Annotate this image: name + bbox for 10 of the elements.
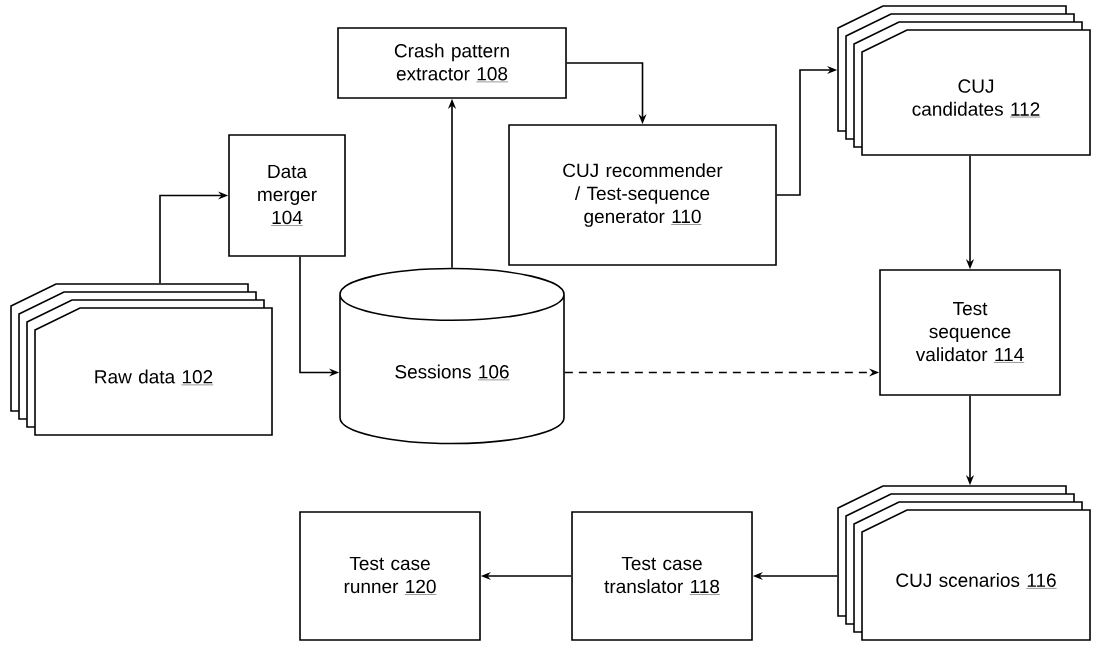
process-box: Test case translator 118 [571, 511, 753, 641]
document-stack: CUJ candidates 112 [837, 5, 1091, 156]
document-stack: Raw data 102 [10, 283, 273, 436]
database-cylinder: Sessions 106 [339, 267, 565, 445]
process-box: Test case runner 120 [299, 511, 481, 641]
process-box: Data merger 104 [228, 134, 346, 257]
document-stack: CUJ scenarios 116 [837, 485, 1091, 641]
process-box: CUJ recommender / Test-sequence generator 110 [508, 124, 777, 266]
process-box: Test sequence validator 114 [879, 269, 1061, 396]
process-box: Crash pattern extractor 108 [337, 27, 567, 99]
